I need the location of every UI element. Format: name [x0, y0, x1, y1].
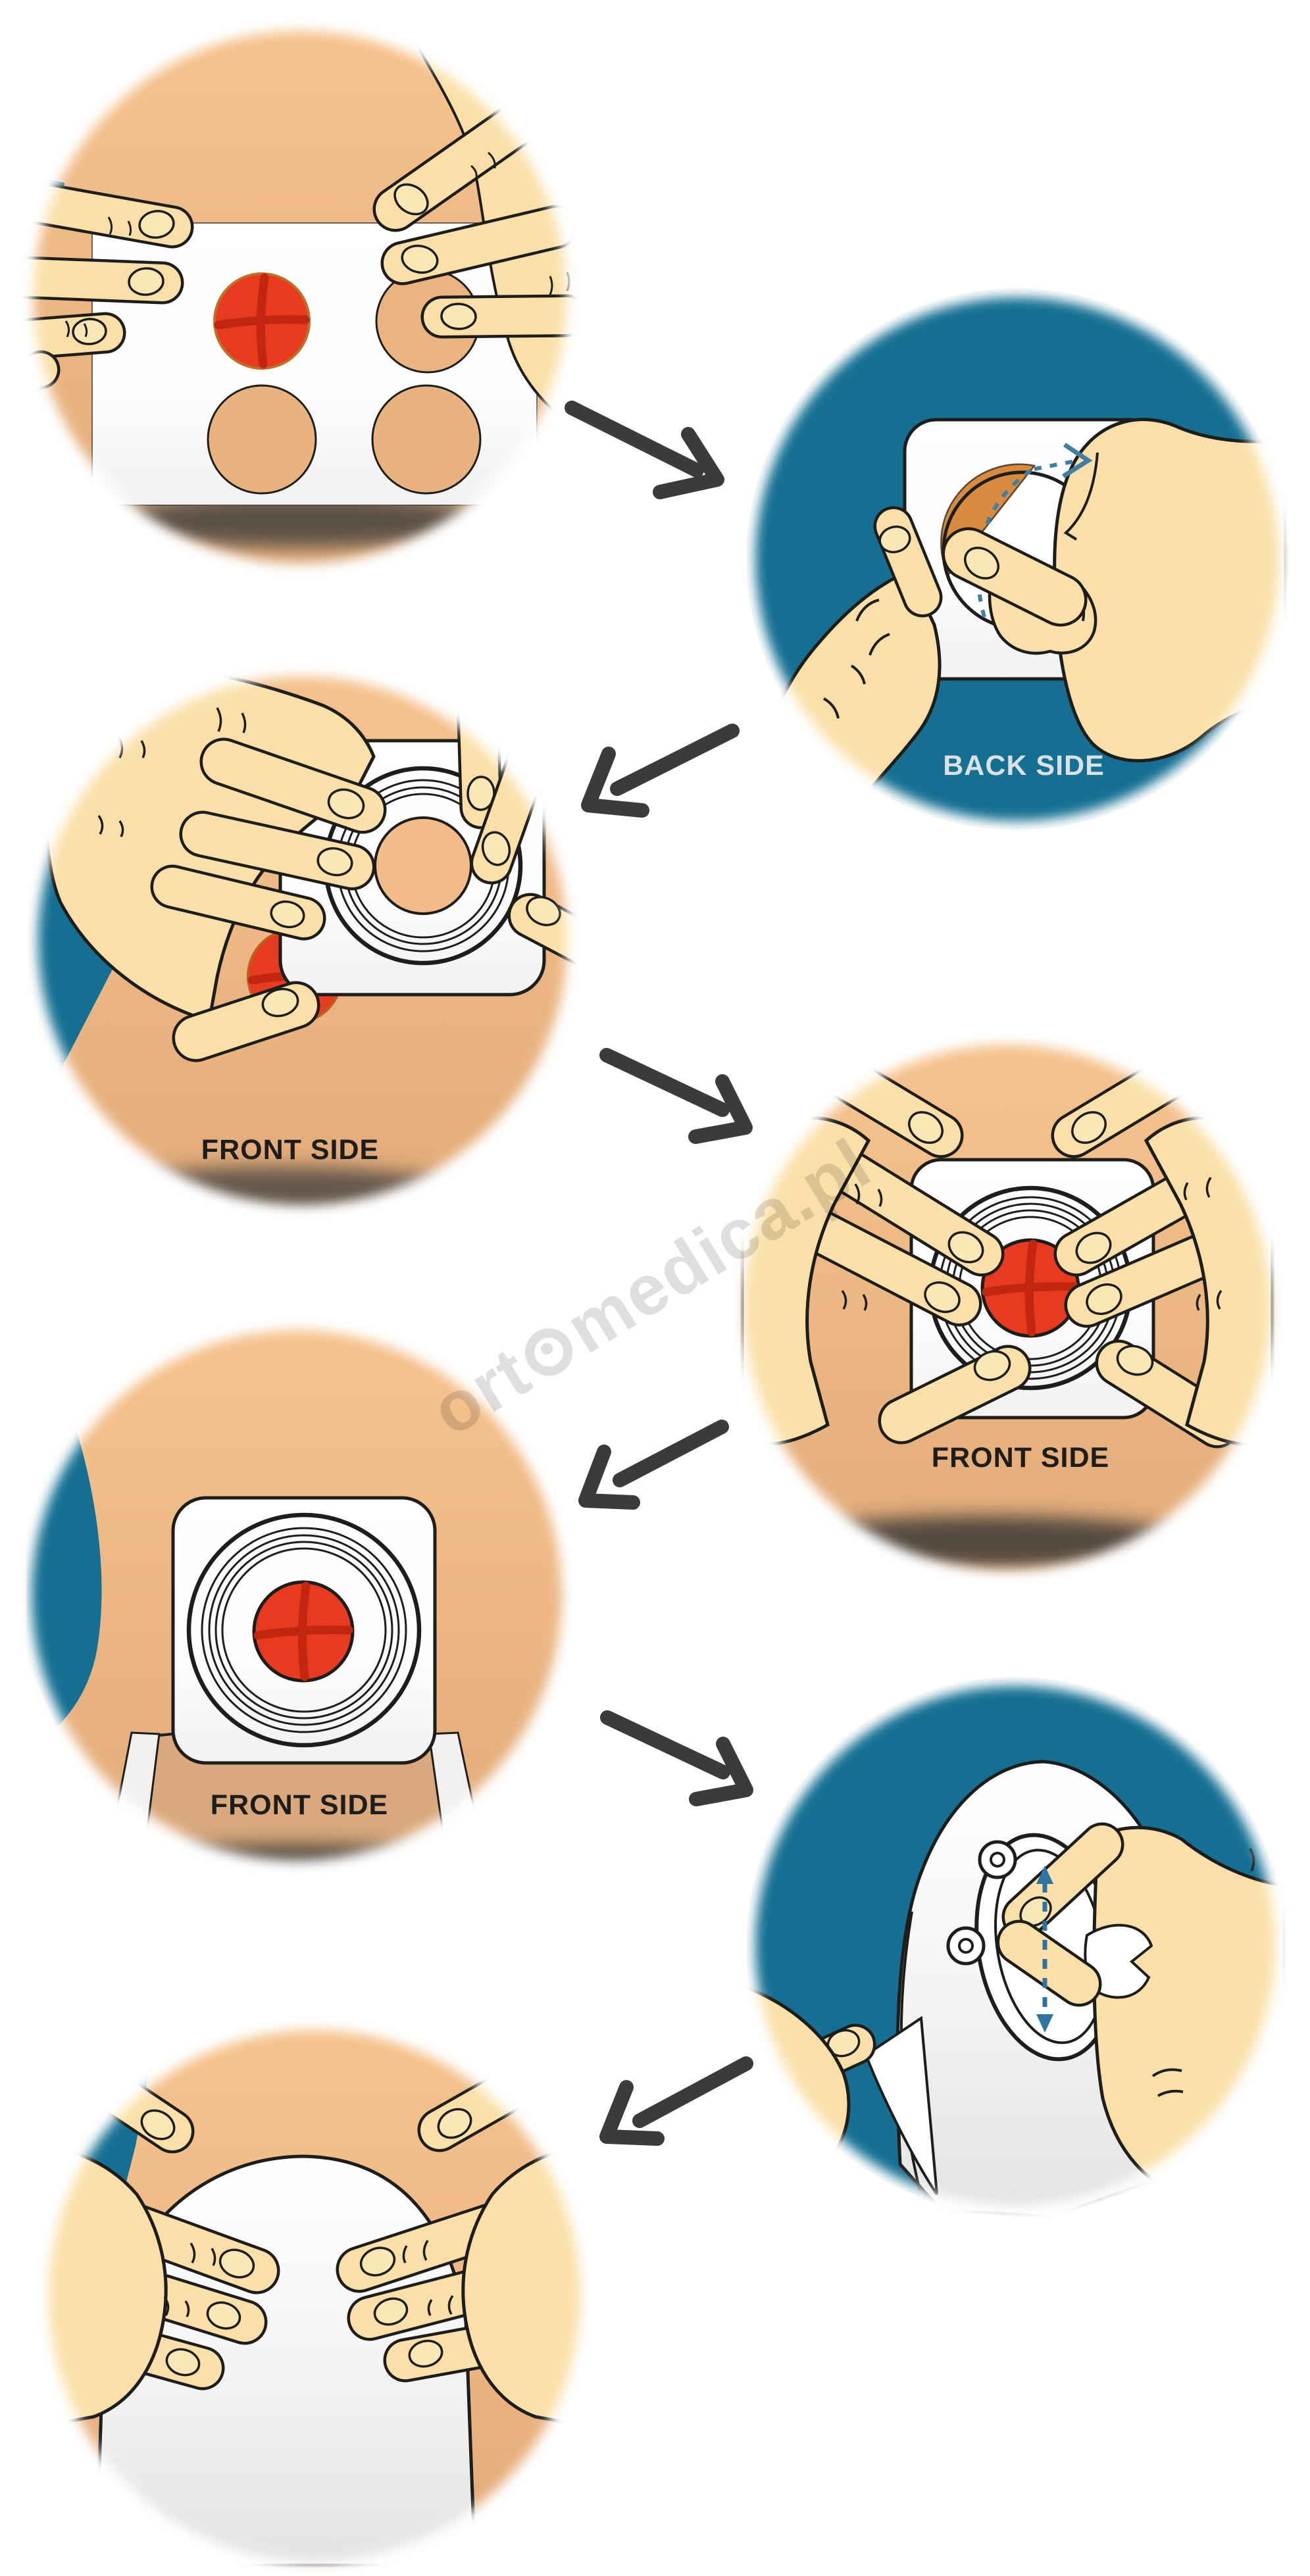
- svg-text:BACK SIDE: BACK SIDE: [943, 750, 1105, 781]
- svg-text:FRONT SIDE: FRONT SIDE: [201, 1134, 379, 1166]
- svg-text:FRONT SIDE: FRONT SIDE: [932, 1442, 1109, 1474]
- svg-text:FRONT SIDE: FRONT SIDE: [211, 1789, 388, 1821]
